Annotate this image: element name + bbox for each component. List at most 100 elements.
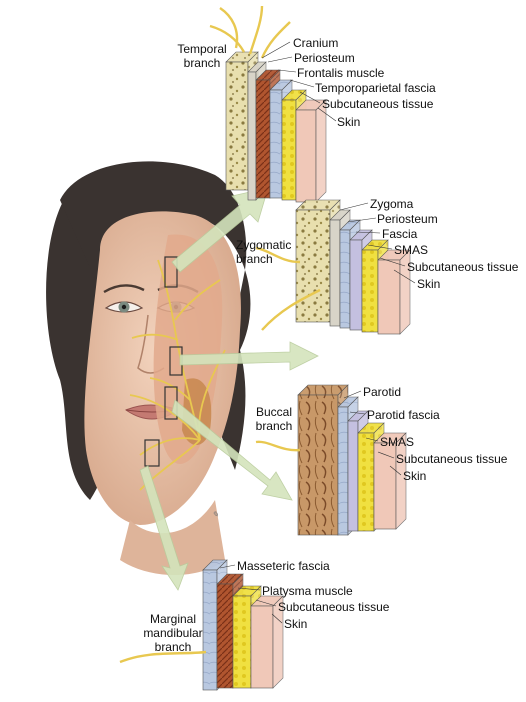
zygomatic-skin-layer-6-front xyxy=(377,259,401,335)
buccal-skin-layer-5-front xyxy=(373,442,397,530)
label-leader-line-1 xyxy=(261,41,291,59)
temporal-periosteum-layer-2-front xyxy=(247,71,257,201)
layer-label-temporoparietal-fascia: Temporoparietal fascia xyxy=(315,81,436,95)
label-leader-line-3 xyxy=(277,69,297,73)
zygomatic-smas-layer-4-front xyxy=(349,239,363,331)
zygomatic-branch-label: Zygomatic branch xyxy=(236,238,306,266)
section-marker-1 xyxy=(164,256,178,288)
zygomatic-bone-layer-1-front xyxy=(295,209,331,323)
buccal-smas-layer-3-front xyxy=(347,420,359,532)
temporal-skin-layer-6-front xyxy=(295,109,317,203)
zygomatic-fascia-layer-3-front xyxy=(339,229,351,329)
left-eyebrow xyxy=(103,284,145,294)
label-leader-line-4 xyxy=(289,79,315,88)
layer-label-platysma-muscle: Platysma muscle xyxy=(262,584,353,598)
zygomatic-subcutaneous-layer-5-front xyxy=(361,249,379,333)
label-leader-line-8 xyxy=(347,217,377,223)
block-nerve-5 xyxy=(255,246,301,264)
layer-label-periosteum: Periosteum xyxy=(294,51,355,65)
buccal-fascia-layer-2-front xyxy=(337,406,349,536)
layer-label-subcutaneous-zygomatic: Subcutaneous tissue xyxy=(407,260,519,274)
block-nerve-6 xyxy=(261,288,321,331)
marginal-skin-layer-4-front xyxy=(250,605,274,689)
label-leader-line-21 xyxy=(271,613,283,624)
layer-label-masseteric-fascia: Masseteric fascia xyxy=(237,559,330,573)
zygomatic-branch-line-1: Zygomatic xyxy=(236,238,292,252)
layer-label-skin-zygomatic: Skin xyxy=(417,277,441,291)
block-nerve-8 xyxy=(119,650,207,664)
facial-nerve-branch-7 xyxy=(174,279,221,321)
marginal-block xyxy=(202,559,284,691)
marginal-mandibular-branch-label: Marginal mandibular branch xyxy=(140,612,206,654)
neck xyxy=(120,500,225,575)
layer-label-parotid-fascia: Parotid fascia xyxy=(367,408,440,422)
zygomatic-periosteum-layer-2-front xyxy=(329,219,341,327)
label-leader-line-7 xyxy=(339,202,369,211)
temporal-branch-line-2: branch xyxy=(183,56,221,70)
marginal-skin-layer-4-side xyxy=(272,595,284,689)
block-nerve-7 xyxy=(255,440,301,452)
tissue-blocks xyxy=(119,5,416,691)
label-leader-line-6 xyxy=(317,107,337,122)
marginal-branch-line-3: branch xyxy=(154,640,192,654)
buccal-block xyxy=(297,384,407,536)
label-leader-line-18 xyxy=(219,564,236,569)
label-leader-line-14 xyxy=(349,411,366,415)
layer-label-parotid: Parotid xyxy=(363,385,402,399)
label-leader-line-13 xyxy=(343,390,362,399)
temporal-branch-label: Temporal branch xyxy=(172,42,232,70)
layer-label-subcutaneous-tissue: Subcutaneous tissue xyxy=(322,97,434,111)
zygomatic-branch-line-2: branch xyxy=(236,252,273,266)
callout-arrow-1 xyxy=(171,187,269,273)
layer-label-smas-buccal: SMAS xyxy=(380,435,415,449)
callout-arrow-2 xyxy=(179,341,319,371)
buccal-branch-label: Buccal branch xyxy=(250,405,298,433)
callout-arrow-3 xyxy=(171,399,293,501)
buccal-branch-line-2: branch xyxy=(255,419,293,433)
zygomatic-block xyxy=(295,199,411,335)
label-leader-line-17 xyxy=(389,465,402,476)
marginal-branch-line-1: Marginal xyxy=(149,612,197,626)
layer-label-smas-zygomatic: SMAS xyxy=(394,243,429,257)
buccal-subcutaneous-layer-4-front xyxy=(357,432,375,532)
buccal-parotid-layer-1-front xyxy=(297,394,339,536)
label-leader-line-11 xyxy=(379,257,406,267)
marginal-muscle-layer-2-front xyxy=(216,583,234,689)
face-illustration xyxy=(46,161,251,575)
marginal-subcutaneous-layer-3-front xyxy=(232,595,252,689)
facial-nerve-branch-8 xyxy=(149,377,191,401)
layer-label-skin-buccal: Skin xyxy=(403,469,427,483)
marginal-branch-line-2: mandibular xyxy=(143,626,203,640)
label-leader-line-12 xyxy=(393,269,416,284)
label-leader-line-10 xyxy=(367,244,393,250)
layer-label-subcutaneous-marginal: Subcutaneous tissue xyxy=(278,600,390,614)
left-pupil xyxy=(121,304,127,310)
label-leader-line-16 xyxy=(377,451,395,459)
label-leader-line-20 xyxy=(255,599,277,607)
label-leader-line-5 xyxy=(299,91,321,104)
layer-label-periosteum-zygomatic: Periosteum xyxy=(377,212,438,226)
facial-nerve-branch-2 xyxy=(129,394,201,441)
label-leader-line-2 xyxy=(267,56,293,63)
block-nerve-3 xyxy=(260,21,291,59)
layer-label-fascia: Fascia xyxy=(382,227,418,241)
section-marker-4 xyxy=(144,439,160,467)
label-leader-line-9 xyxy=(355,231,381,234)
layer-label-cranium: Cranium xyxy=(293,36,339,50)
temporal-fascia-layer-4-front xyxy=(269,89,283,199)
artist-signature: ✎ xyxy=(212,510,219,519)
label-leader-line-15 xyxy=(365,437,379,442)
layer-label-zygoma: Zygoma xyxy=(370,197,414,211)
temporal-skin-layer-6-side xyxy=(315,99,327,203)
callout-arrows xyxy=(139,187,319,591)
facial-nerve-branch-6 xyxy=(131,333,179,341)
temporal-subcutaneous-layer-5-front xyxy=(281,99,297,201)
temporal-block xyxy=(225,51,327,203)
buccal-branch-line-1: Buccal xyxy=(255,405,293,419)
layer-label-frontalis-muscle: Frontalis muscle xyxy=(297,66,385,80)
temporal-bone-layer-1-front xyxy=(225,61,249,191)
buccal-skin-layer-5-side xyxy=(395,432,407,530)
temporal-branch-line-1: Temporal xyxy=(177,42,227,56)
